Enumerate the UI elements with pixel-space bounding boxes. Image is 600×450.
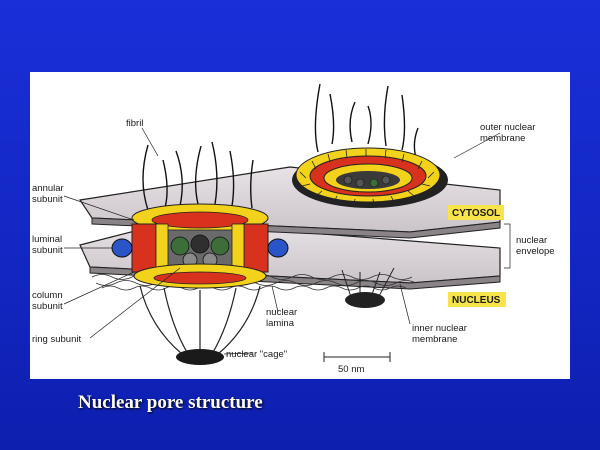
label-nuclear-cage: nuclear "cage" bbox=[226, 349, 287, 360]
top-pore-fibrils bbox=[314, 83, 419, 159]
side-pore-complex bbox=[111, 141, 289, 289]
label-inner-membrane-1: inner nuclear bbox=[412, 323, 467, 334]
scale-bar-label: 50 nm bbox=[338, 364, 364, 375]
label-fibril: fibril bbox=[126, 118, 143, 129]
label-envelope-2: envelope bbox=[516, 246, 555, 257]
figure-caption: Nuclear pore structure bbox=[78, 392, 263, 413]
label-lamina-1: nuclear bbox=[266, 307, 297, 318]
label-outer-membrane-1: outer nuclear bbox=[480, 122, 535, 133]
label-ring-subunit: ring subunit bbox=[32, 334, 81, 345]
nucleus-tag-text: NUCLEUS bbox=[452, 295, 501, 306]
label-luminal-2: subunit bbox=[32, 245, 63, 256]
label-annular-1: annular bbox=[32, 183, 64, 194]
side-pore-fibrils bbox=[142, 141, 254, 211]
label-outer-membrane-2: membrane bbox=[480, 133, 525, 144]
side-pore-cage bbox=[139, 285, 261, 365]
scale-bar: 50 nm bbox=[323, 352, 391, 375]
label-column-2: subunit bbox=[32, 301, 63, 312]
top-pore-cage bbox=[341, 267, 395, 308]
cytosol-tag: CYTOSOL bbox=[448, 205, 504, 220]
label-column-1: column bbox=[32, 290, 63, 301]
label-lamina-2: lamina bbox=[266, 318, 295, 329]
diagram-svg: fibril annular subunit luminal subunit c… bbox=[32, 83, 555, 375]
top-pore-complex bbox=[292, 83, 448, 208]
label-annular-2: subunit bbox=[32, 194, 63, 205]
nuclear-pore-figure: fibril annular subunit luminal subunit c… bbox=[30, 72, 570, 379]
label-luminal-1: luminal bbox=[32, 234, 62, 245]
leader-lines bbox=[63, 127, 511, 355]
label-envelope-1: nuclear bbox=[516, 235, 547, 246]
nucleus-tag: NUCLEUS bbox=[448, 292, 506, 307]
cytosol-tag-text: CYTOSOL bbox=[452, 208, 500, 219]
label-inner-membrane-2: membrane bbox=[412, 334, 457, 345]
